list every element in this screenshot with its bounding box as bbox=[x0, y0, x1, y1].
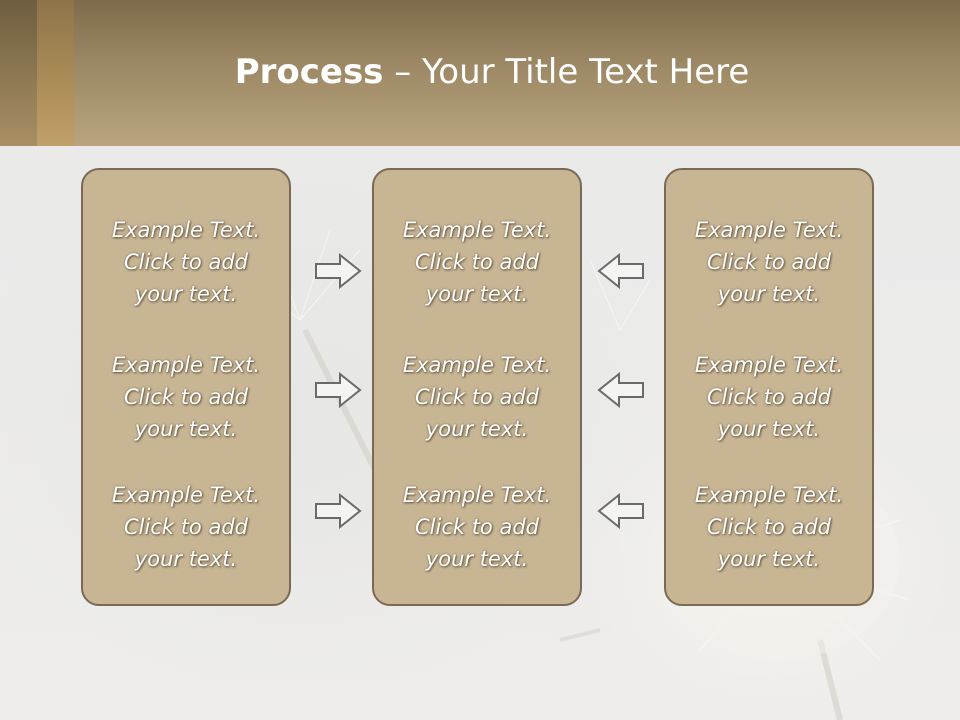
arrow-left-icon[interactable] bbox=[597, 493, 645, 529]
process-box-center[interactable]: Example Text. Click to add your text. Ex… bbox=[372, 168, 582, 606]
text-line: Example Text. bbox=[694, 483, 844, 507]
text-placeholder[interactable]: Example Text. Click to add your text. bbox=[374, 214, 580, 310]
arrow-right-icon[interactable] bbox=[314, 253, 362, 289]
text-placeholder[interactable]: Example Text. Click to add your text. bbox=[83, 349, 289, 445]
text-line: Example Text. bbox=[402, 218, 552, 242]
text-placeholder[interactable]: Example Text. Click to add your text. bbox=[374, 479, 580, 575]
arrow-left-icon[interactable] bbox=[597, 253, 645, 289]
text-line: your text. bbox=[717, 417, 821, 441]
text-line: your text. bbox=[134, 547, 238, 571]
text-line: Example Text. bbox=[111, 218, 261, 242]
text-line: Example Text. bbox=[694, 218, 844, 242]
text-placeholder[interactable]: Example Text. Click to add your text. bbox=[666, 349, 872, 445]
text-line: Example Text. bbox=[694, 353, 844, 377]
header-accent-strip bbox=[0, 0, 37, 146]
text-line: your text. bbox=[425, 282, 529, 306]
text-line: your text. bbox=[134, 417, 238, 441]
text-line: Click to add bbox=[414, 250, 539, 274]
header-accent-strip bbox=[37, 0, 74, 146]
arrow-right-icon[interactable] bbox=[314, 372, 362, 408]
text-line: Click to add bbox=[706, 385, 831, 409]
title-bar bbox=[0, 0, 960, 146]
title-rest-text: – Your Title Text Here bbox=[383, 52, 750, 92]
text-line: Example Text. bbox=[111, 353, 261, 377]
text-placeholder[interactable]: Example Text. Click to add your text. bbox=[666, 214, 872, 310]
text-placeholder[interactable]: Example Text. Click to add your text. bbox=[666, 479, 872, 575]
title-bold-text: Process bbox=[234, 52, 384, 92]
text-line: Example Text. bbox=[111, 483, 261, 507]
text-line: your text. bbox=[425, 547, 529, 571]
arrow-right-icon[interactable] bbox=[314, 493, 362, 529]
process-box-left[interactable]: Example Text. Click to add your text. Ex… bbox=[81, 168, 291, 606]
text-line: Click to add bbox=[706, 250, 831, 274]
slide-title[interactable]: Process – Your Title Text Here bbox=[0, 52, 960, 92]
text-line: your text. bbox=[134, 282, 238, 306]
process-box-right[interactable]: Example Text. Click to add your text. Ex… bbox=[664, 168, 874, 606]
text-line: Example Text. bbox=[402, 353, 552, 377]
text-line: Click to add bbox=[414, 515, 539, 539]
arrow-left-icon[interactable] bbox=[597, 372, 645, 408]
text-placeholder[interactable]: Example Text. Click to add your text. bbox=[83, 479, 289, 575]
text-placeholder[interactable]: Example Text. Click to add your text. bbox=[374, 349, 580, 445]
text-line: your text. bbox=[425, 417, 529, 441]
text-line: your text. bbox=[717, 547, 821, 571]
text-line: Click to add bbox=[123, 250, 248, 274]
text-line: Example Text. bbox=[402, 483, 552, 507]
text-placeholder[interactable]: Example Text. Click to add your text. bbox=[83, 214, 289, 310]
text-line: Click to add bbox=[414, 385, 539, 409]
text-line: your text. bbox=[717, 282, 821, 306]
text-line: Click to add bbox=[706, 515, 831, 539]
text-line: Click to add bbox=[123, 385, 248, 409]
text-line: Click to add bbox=[123, 515, 248, 539]
